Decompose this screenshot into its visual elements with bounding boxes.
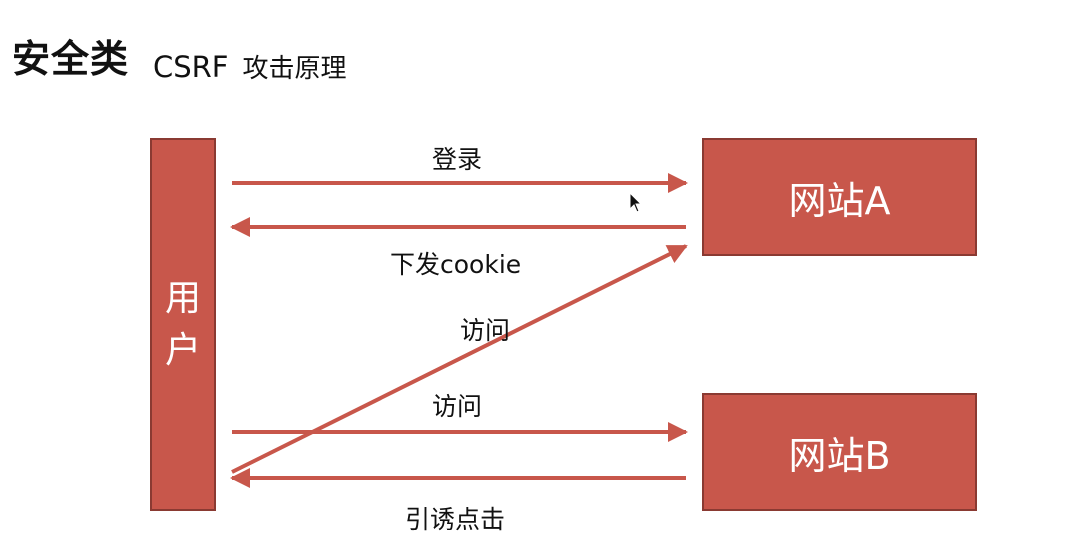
label-issue-cookie: 下发cookie [390,250,522,279]
user-node: 用户 [150,138,216,511]
subtitle-topic: 攻击原理 [242,54,347,84]
arrow-visit-site-a [231,244,688,474]
label-visit-site-b: 访问 [432,392,483,421]
label-visit-site-a: 访问 [460,316,511,345]
label-login: 登录 [432,145,483,174]
site-a-node: 网站A [702,138,977,256]
label-lure-click: 引诱点击 [405,505,506,534]
page-title: 安全类 [12,37,130,81]
mouse-pointer-icon [629,192,643,213]
site-b-node: 网站B [702,393,977,511]
site-a-label: 网站A [788,178,891,223]
subtitle-csrf: CSRF [153,50,229,84]
user-node-label: 用户 [164,277,201,371]
site-b-label: 网站B [788,433,891,478]
page-subtitle: CSRF 攻击原理 [153,48,347,85]
